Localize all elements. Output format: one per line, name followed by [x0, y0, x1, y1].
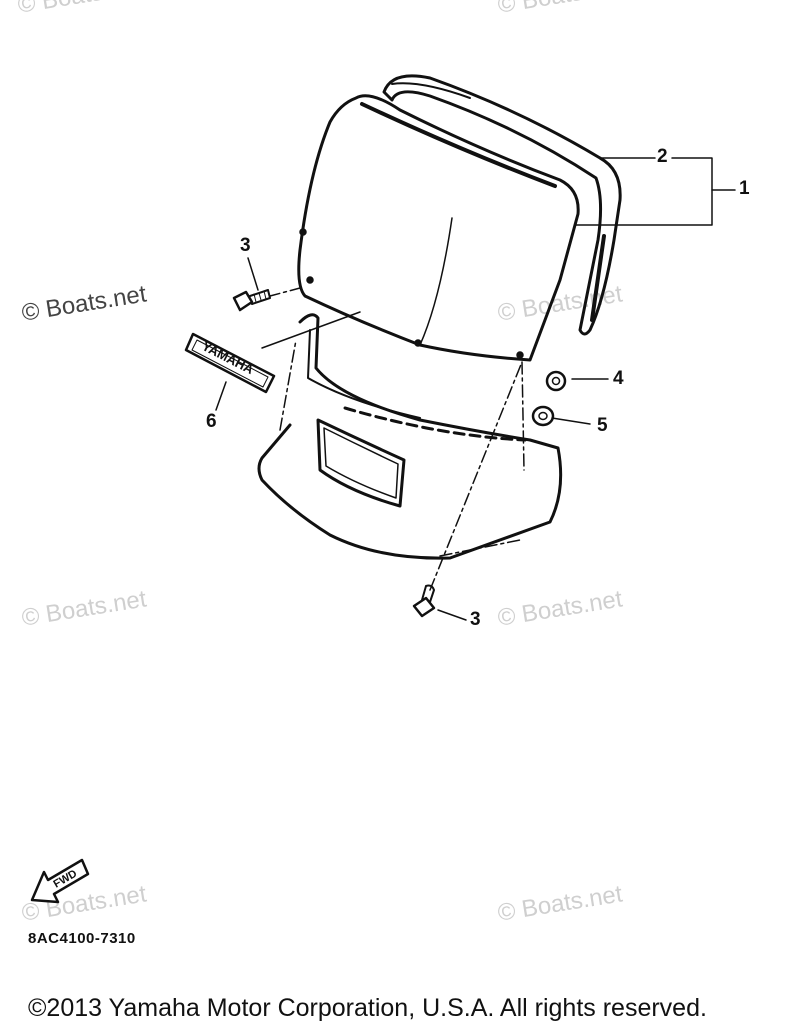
cowling: [257, 313, 563, 560]
callout-1: 1: [739, 178, 750, 199]
copyright-notice: ©2013 Yamaha Motor Corporation, U.S.A. A…: [28, 994, 707, 1022]
fwd-arrow-icon: [30, 858, 90, 904]
grommet: [531, 405, 555, 427]
callout-2: 2: [657, 146, 668, 167]
bolt-upper: [232, 289, 271, 312]
callout-6: 6: [206, 411, 217, 432]
yamaha-emblem: [184, 332, 276, 394]
callout-4: 4: [613, 368, 624, 389]
windshield-seal: [382, 74, 622, 336]
callout-3-upper: 3: [240, 235, 251, 256]
windshield-screen: [297, 94, 580, 362]
bolt-lower: [412, 584, 436, 618]
callout-3-lower: 3: [470, 609, 481, 630]
nut: [545, 370, 567, 392]
callout-5: 5: [597, 415, 608, 436]
drawing-code: 8AC4100-7310: [28, 930, 136, 947]
